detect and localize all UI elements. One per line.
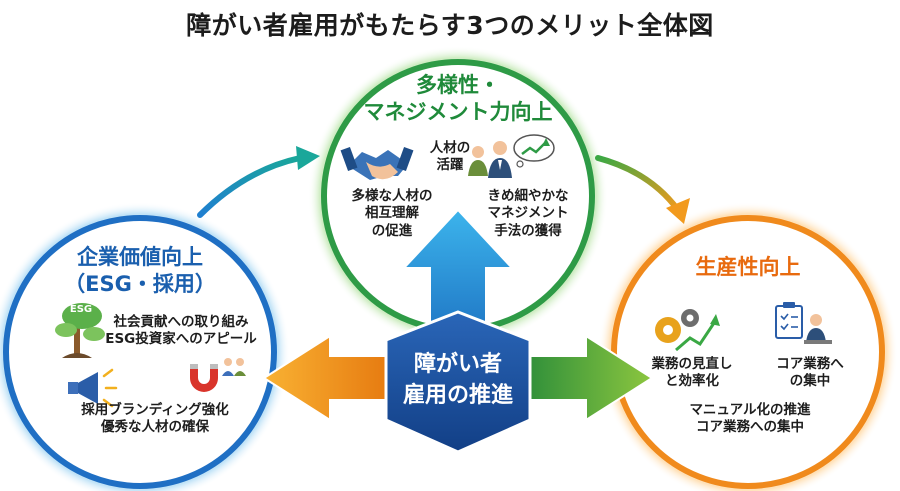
right-item-core: コア業務へ の集中 — [766, 356, 854, 391]
left-item-recruit-line1: 採用ブランディング強化 — [81, 402, 229, 418]
left-item-recruit-line2: 優秀な人材の確保 — [101, 419, 209, 436]
right-item-efficiency-line1: 業務の見直し — [651, 356, 733, 372]
clipboard-icon — [775, 302, 803, 339]
top-item-talent-line1: 人材の — [429, 140, 471, 156]
top-item-diversity-line3: の促進 — [371, 222, 413, 239]
right-item-efficiency: 業務の見直し と効率化 — [640, 356, 744, 391]
gears-growth-icon — [655, 309, 720, 352]
right-item-manual-line1: マニュアル化の推進 — [689, 402, 811, 418]
top-heading: 多様性・ マネジメント力向上 — [358, 72, 558, 126]
arc-top-to-right-arrowhead — [666, 198, 690, 224]
right-item-manual-line2: コア業務への集中 — [696, 419, 804, 436]
right-item-core-line1: コア業務へ — [776, 356, 844, 372]
right-item-efficiency-line2: と効率化 — [665, 373, 719, 390]
handshake-icon — [340, 146, 414, 180]
top-item-management-line3: 手法の獲得 — [494, 222, 562, 239]
top-item-management: きめ細やかな マネジメント 手法の獲得 — [472, 188, 584, 240]
top-heading-line2: マネジメント力向上 — [363, 99, 553, 124]
center-hexagon — [384, 310, 532, 454]
top-item-diversity: 多様な人材の 相互理解 の促進 — [338, 188, 446, 240]
top-item-talent: 人材の 活躍 — [420, 140, 480, 175]
esg-tree-icon — [55, 303, 105, 358]
page-title: 障がい者雇用がもたらす3つのメリット全体図 — [186, 11, 714, 40]
arc-left-to-top-arrowhead — [296, 146, 320, 170]
left-item-social-line2: ESG投資家へのアピール — [105, 331, 257, 348]
growth-bubble-icon — [513, 134, 555, 168]
left-item-social-line1: 社会貢献への取り組み — [113, 314, 249, 330]
top-item-management-line2: マネジメント — [487, 205, 569, 222]
right-heading: 生産性向上 — [695, 255, 801, 279]
right-circle — [611, 215, 885, 489]
arc-top-to-right — [595, 155, 681, 213]
top-item-diversity-line1: 多様な人材の — [351, 188, 433, 204]
top-item-diversity-line2: 相互理解 — [365, 205, 419, 222]
right-arrow — [525, 334, 654, 422]
left-heading-line1: 企業価値向上 — [77, 245, 203, 269]
magnet-icon — [190, 364, 218, 392]
megaphone-icon — [68, 368, 118, 408]
left-item-social: 社会貢献への取り組み ESG投資家へのアピール — [96, 314, 266, 349]
top-item-talent-line2: 活躍 — [436, 157, 464, 174]
left-heading-line2: （ESG・採用） — [64, 271, 216, 296]
center-label: 障がい者 雇用の推進 — [388, 350, 528, 412]
esg-label: ESG — [69, 304, 93, 315]
top-item-management-line1: きめ細やかな — [487, 188, 569, 204]
center-label-line2: 雇用の推進 — [402, 382, 513, 408]
arc-left-to-top — [197, 155, 303, 218]
right-item-manual: マニュアル化の推進 コア業務への集中 — [670, 402, 830, 437]
people-icon — [468, 141, 512, 178]
worker-icon — [804, 314, 832, 344]
left-item-recruit: 採用ブランディング強化 優秀な人材の確保 — [60, 402, 250, 437]
center-label-line1: 障がい者 — [413, 352, 502, 377]
left-heading: 企業価値向上 （ESG・採用） — [50, 244, 230, 298]
top-heading-line1: 多様性・ — [416, 73, 500, 97]
left-circle — [3, 215, 277, 489]
right-item-core-line2: の集中 — [789, 373, 831, 390]
left-arrow — [262, 334, 391, 422]
people-small-icon — [222, 358, 246, 376]
